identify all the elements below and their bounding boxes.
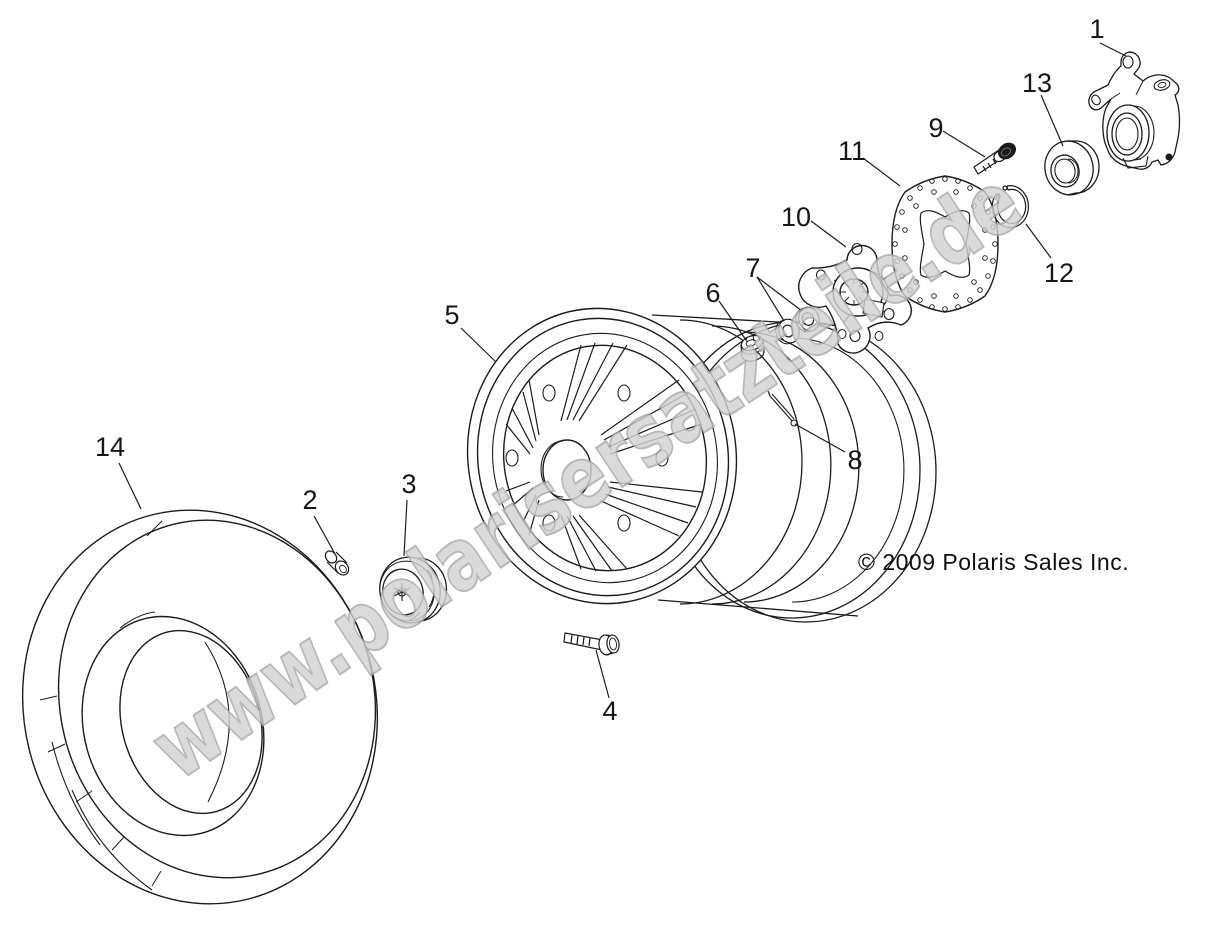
hub-bolt <box>973 142 1016 175</box>
bearing <box>1044 140 1100 196</box>
part-label-9: 9 <box>928 113 943 143</box>
rim-lug-holes <box>505 384 669 532</box>
hub-cap-star-emblem <box>393 583 411 601</box>
copyright-text: © 2009 Polaris Sales Inc. <box>858 549 1129 575</box>
part-label-7: 7 <box>745 253 760 283</box>
steering-knuckle <box>1088 51 1181 170</box>
snap-ring <box>991 185 1029 229</box>
part-label-4: 4 <box>602 696 617 726</box>
part-label-14: 14 <box>95 432 125 462</box>
part-label-13: 13 <box>1022 68 1052 98</box>
part-label-6: 6 <box>705 278 720 308</box>
castle-nut <box>740 334 765 362</box>
part-label-8: 8 <box>847 445 862 475</box>
part-label-10: 10 <box>781 202 811 232</box>
hub-spline-bore <box>840 279 868 305</box>
rim-spokes <box>505 342 703 572</box>
leader-lines <box>118 42 1127 699</box>
hub-cap <box>379 556 448 624</box>
wheel-hub <box>798 242 913 354</box>
brake-disc <box>891 175 999 313</box>
part-label-5: 5 <box>444 300 459 330</box>
brake-disc-holes <box>892 176 998 312</box>
part-label-1: 1 <box>1089 14 1104 44</box>
lug-bolt <box>563 632 620 656</box>
part-label-2: 2 <box>302 485 317 515</box>
part-label-12: 12 <box>1044 258 1074 288</box>
washers <box>775 306 820 345</box>
wheel-rim <box>466 307 738 605</box>
rim-center-bore <box>542 439 592 501</box>
part-label-3: 3 <box>401 469 416 499</box>
part-label-11: 11 <box>838 136 866 166</box>
valve-stem <box>324 550 350 576</box>
cotter-pin <box>767 390 798 427</box>
tire <box>21 509 379 905</box>
